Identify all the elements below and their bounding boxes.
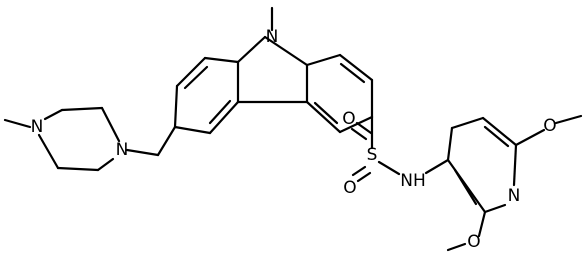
- bonds: [3, 6, 583, 252]
- bond: [125, 148, 160, 157]
- bond: [313, 101, 339, 125]
- atom-label-o-sulfonyl-bottom: O: [343, 178, 356, 198]
- bond: [481, 116, 518, 147]
- atom-label-o-methoxy-bottom: O: [467, 232, 480, 252]
- bond: [305, 53, 342, 67]
- atom-labels: N N N S O O NH N O O: [31, 27, 557, 252]
- bond: [338, 115, 374, 134]
- bond: [356, 171, 372, 183]
- bond: [236, 35, 267, 64]
- bond: [446, 126, 454, 162]
- bond: [355, 121, 373, 135]
- bond: [183, 65, 209, 90]
- bond: [156, 125, 177, 157]
- bond: [203, 56, 240, 64]
- bond: [512, 143, 518, 187]
- bond: [483, 203, 507, 214]
- bond: [208, 100, 240, 135]
- bond: [514, 128, 546, 147]
- bond: [56, 166, 100, 172]
- bond: [446, 158, 487, 214]
- bond: [37, 133, 60, 170]
- bond: [424, 158, 450, 175]
- atom-label-o-sulfonyl-top: O: [342, 109, 355, 129]
- atom-label-n-pyridine: N: [508, 186, 521, 206]
- bond: [173, 125, 212, 135]
- atom-label-sulfur: S: [367, 145, 378, 165]
- bond: [208, 99, 232, 125]
- atom-label-n-piperazine-top: N: [116, 140, 129, 160]
- bond: [338, 53, 374, 82]
- bond: [60, 106, 104, 112]
- atom-label-n-piperazine-bottom: N: [31, 117, 44, 137]
- atom-label-nh-sulfonamide: NH: [400, 171, 426, 191]
- bond: [483, 125, 510, 148]
- bond: [477, 210, 487, 238]
- bond: [175, 56, 207, 88]
- bond: [554, 114, 583, 125]
- bond: [453, 168, 478, 206]
- bond: [263, 35, 309, 67]
- bond: [351, 165, 367, 177]
- atom-label-o-methoxy-right: O: [543, 116, 556, 136]
- bond: [96, 157, 115, 172]
- bond: [3, 118, 32, 129]
- atom-label-n-carbazole: N: [266, 27, 279, 47]
- bond: [100, 106, 121, 143]
- bond: [350, 127, 368, 141]
- bond: [377, 160, 401, 176]
- bond: [305, 100, 342, 134]
- bond: [339, 62, 366, 84]
- bond: [173, 84, 179, 129]
- bond: [43, 108, 64, 121]
- bond: [450, 116, 485, 130]
- bond: [446, 242, 467, 252]
